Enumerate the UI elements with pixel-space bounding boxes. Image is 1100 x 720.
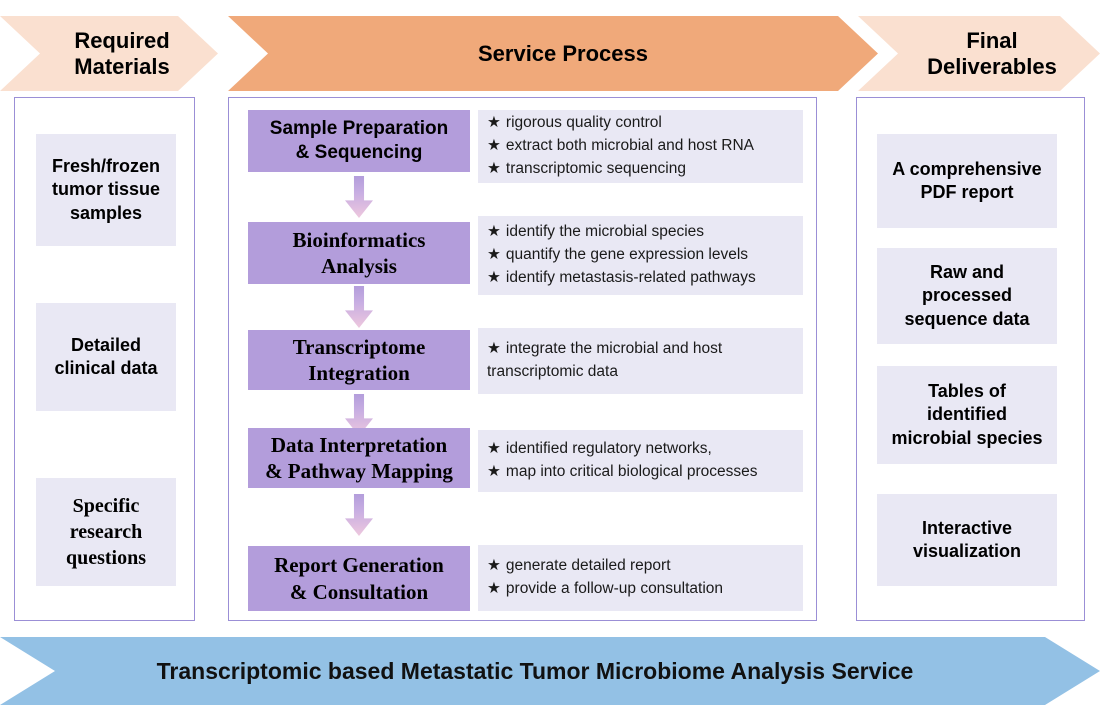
star-icon: ★ (487, 114, 501, 132)
process-step-bullet: ★identified regulatory networks, (487, 438, 797, 461)
star-icon: ★ (487, 246, 501, 264)
process-step-bullet-label: identify the microbial species (505, 223, 705, 241)
process-step-details: ★rigorous quality control ★extract both … (478, 110, 803, 183)
star-icon: ★ (487, 159, 501, 177)
process-step-bullet: ★identify metastasis-related pathways (487, 267, 797, 290)
process-step-details: ★integrate the microbial and host transc… (478, 328, 803, 394)
process-step-bullet-label: transcriptomic sequencing (505, 159, 686, 177)
process-step-bullet-label: rigorous quality control (505, 114, 662, 132)
header-service-process: Service Process (228, 16, 878, 91)
process-step-title[interactable]: Sample Preparation& Sequencing (248, 110, 470, 172)
process-step-title-label: Report Generation& Consultation (274, 553, 444, 604)
process-step-title-label: Sample Preparation& Sequencing (269, 118, 449, 163)
process-step-title-label: Data Interpretation& Pathway Mapping (265, 432, 453, 483)
process-step-details: ★identified regulatory networks, ★map in… (478, 430, 803, 492)
process-step-bullet: ★integrate the microbial and host transc… (487, 338, 797, 384)
star-icon: ★ (487, 223, 501, 241)
service-summary-label: Transcriptomic based Metastatic Tumor Mi… (156, 657, 914, 684)
star-icon: ★ (487, 137, 501, 155)
process-step-bullet: ★identify the microbial species (487, 221, 797, 244)
process-step-bullet: ★provide a follow-up consultation (487, 578, 797, 601)
process-step-title[interactable]: Data Interpretation& Pathway Mapping (248, 428, 470, 488)
process-step-bullet: ★transcriptomic sequencing (487, 158, 797, 181)
process-step-bullet-label: generate detailed report (505, 557, 671, 575)
star-icon: ★ (487, 268, 501, 286)
star-icon: ★ (487, 580, 501, 597)
process-step-bullet-label: map into critical biological processes (505, 463, 758, 480)
star-icon: ★ (487, 463, 501, 480)
process-step-bullet-label: identified regulatory networks, (505, 440, 712, 458)
service-summary-banner: Transcriptomic based Metastatic Tumor Mi… (0, 637, 1100, 705)
process-step-title[interactable]: Report Generation& Consultation (248, 546, 470, 611)
process-step-bullet: ★quantify the gene expression levels (487, 244, 797, 267)
process-step-bullet-label: extract both microbial and host RNA (505, 137, 755, 155)
star-icon: ★ (487, 440, 501, 458)
process-step-details: ★generate detailed report ★provide a fol… (478, 545, 803, 611)
star-icon: ★ (487, 340, 501, 358)
process-step-bullet-label: identify metastasis-related pathways (505, 268, 756, 286)
process-step-bullet: ★generate detailed report (487, 555, 797, 578)
process-step-bullet-label: provide a follow-up consultation (505, 580, 724, 597)
process-step-bullet: ★map into critical biological processes (487, 461, 797, 484)
process-step-bullet: ★extract both microbial and host RNA (487, 135, 797, 158)
process-step-bullet-label: quantify the gene expression levels (505, 246, 749, 264)
process-step-bullet-label: integrate the microbial and host transcr… (487, 340, 723, 380)
star-icon: ★ (487, 557, 501, 575)
process-step-details: ★identify the microbial species ★quantif… (478, 216, 803, 295)
header-service-process-label: Service Process (477, 40, 649, 66)
process-step-bullet: ★rigorous quality control (487, 112, 797, 135)
